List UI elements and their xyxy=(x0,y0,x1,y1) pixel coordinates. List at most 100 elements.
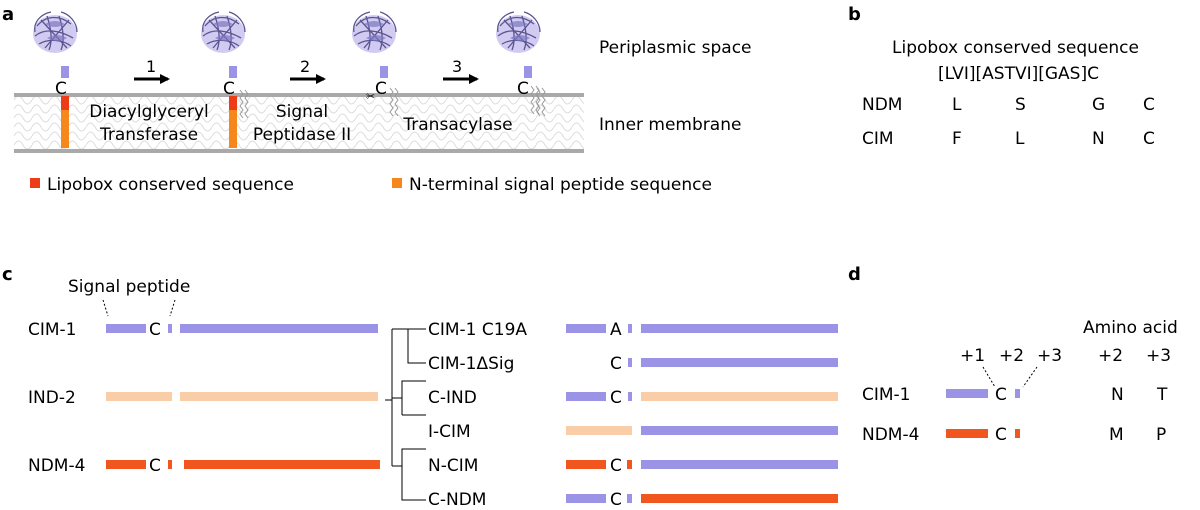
panel-d-cim-1-plus-3: T xyxy=(1156,385,1168,405)
ndm-4-linker-bar xyxy=(168,460,172,469)
lipobox-motif: [LVI][ASTVI][GAS]C xyxy=(938,64,1099,84)
step-1-label: 1 xyxy=(146,57,156,76)
cys-label: C xyxy=(375,79,387,99)
c-ind-linker-bar xyxy=(628,392,632,401)
enzyme-2-line-1: Signal xyxy=(276,102,328,122)
c-ind-residue: C xyxy=(610,388,622,408)
cim-label: CIM xyxy=(862,129,894,149)
ind-2-mature-bar xyxy=(180,392,378,401)
panel-d-cim-1-linker-bar xyxy=(1015,389,1020,398)
membrane-inner-line xyxy=(14,149,584,153)
construct-c-ndm-label: C-NDM xyxy=(428,490,486,510)
i-cim-signal-bar xyxy=(566,426,632,435)
construct-cim-1-delta-sig-label: CIM-1ΔSig xyxy=(428,354,514,374)
cim-1-c19a-mature-bar xyxy=(641,324,838,333)
n-cim-mature-bar xyxy=(641,460,838,469)
membrane-outer-line xyxy=(14,93,584,97)
stage-3-lipoprotein: C ✂ xyxy=(351,11,399,117)
position-plus-1: +1 xyxy=(960,346,985,366)
ndm-residue-3: G xyxy=(1092,95,1105,115)
cim-1-signal-bar xyxy=(106,324,146,333)
protein-structure-icon xyxy=(200,11,246,54)
panel-d-ndm-4-linker-bar xyxy=(1015,429,1020,438)
cim-residue-4: C xyxy=(1143,129,1155,149)
protein-structure-icon xyxy=(32,11,78,54)
cim-1-delta-sig-mature-bar xyxy=(641,358,838,367)
panel-d-ndm-4-plus-2: M xyxy=(1109,425,1124,445)
mature-segment xyxy=(524,66,532,78)
cim-1-cys-label: C xyxy=(149,320,161,340)
panel-d-ndm-4-plus-3: P xyxy=(1156,425,1166,445)
panel-d-cim-1-plus-2: N xyxy=(1111,385,1124,405)
c-ndm-residue: C xyxy=(610,490,622,510)
ndm-residue-2: S xyxy=(1015,95,1026,115)
inner-membrane-label: Inner membrane xyxy=(599,115,741,135)
ndm-label: NDM xyxy=(862,95,902,115)
ndm-residue-4: C xyxy=(1143,95,1155,115)
cys-label: C xyxy=(223,79,235,99)
cim-1-linker-bar xyxy=(168,324,172,333)
lipobox-title: Lipobox conserved sequence xyxy=(892,38,1139,58)
cim-1-delta-sig-residue: C xyxy=(610,354,622,374)
c-ndm-mature-bar xyxy=(641,494,838,503)
c-ind-mature-bar xyxy=(641,392,838,401)
panel-d-ndm-4-label: NDM-4 xyxy=(862,425,919,445)
membrane-lipid-layer xyxy=(14,94,584,152)
panel-d-cim-1-signal-bar xyxy=(946,389,988,398)
cim-1-delta-sig-linker-bar xyxy=(628,358,632,367)
cim-residue-3: N xyxy=(1092,129,1105,149)
protein-structure-icon xyxy=(351,11,397,54)
scissors-icon: ✂ xyxy=(366,90,375,103)
c-ndm-linker-bar xyxy=(627,494,632,503)
position-plus-3: +3 xyxy=(1037,346,1062,366)
ind-2-signal-bar xyxy=(106,392,172,401)
i-cim-mature-bar xyxy=(641,426,838,435)
panel-d-cim-1-cys: C xyxy=(995,385,1007,405)
panel-d-ndm-4-cys: C xyxy=(995,425,1007,445)
panel-d-ndm-4-signal-bar xyxy=(946,429,988,438)
enzyme-1-line-1: Diacylglyceryl xyxy=(89,102,209,122)
ndm-4-cys-label: C xyxy=(149,456,161,476)
construct-cim-1-c19a-label: CIM-1 C19A xyxy=(428,320,527,340)
stage-2-lipoprotein: C xyxy=(200,11,249,148)
cim-1-mature-bar xyxy=(180,324,378,333)
cim-residue-2: L xyxy=(1015,129,1025,149)
n-cim-linker-bar xyxy=(627,460,632,469)
cys-label: C xyxy=(517,79,529,99)
signal-peptide-segment xyxy=(229,110,237,148)
legend-lipobox-swatch xyxy=(30,178,40,188)
amino-acid-header: Amino acid xyxy=(1083,318,1178,338)
cim-1-c19a-linker-bar xyxy=(628,324,632,333)
enzyme-1-line-2: Transferase xyxy=(99,125,198,145)
c-ind-signal-bar xyxy=(566,392,606,401)
construct-ind-2-label: IND-2 xyxy=(28,388,76,408)
legend-signal-swatch xyxy=(392,178,402,188)
panel-d-cim-1-label: CIM-1 xyxy=(862,385,911,405)
stage-4-lipoprotein: C xyxy=(495,11,546,117)
lipobox-segment xyxy=(229,96,237,110)
signal-peptide-label: Signal peptide xyxy=(68,277,190,297)
n-cim-residue: C xyxy=(610,456,622,476)
ndm-4-mature-bar xyxy=(184,460,380,469)
legend-signal-label: N-terminal signal peptide sequence xyxy=(409,175,712,195)
panel-b-label: b xyxy=(848,4,861,25)
ndm-residue-1: L xyxy=(952,95,962,115)
lipobox-segment xyxy=(61,96,69,110)
signal-peptide-segment xyxy=(61,110,69,148)
construct-cim-1-label: CIM-1 xyxy=(28,320,77,340)
position-plus-2: +2 xyxy=(999,346,1024,366)
step-2-label: 2 xyxy=(300,57,310,76)
stage-1-lipoprotein: C xyxy=(32,11,78,148)
cim-1-c19a-residue: A xyxy=(610,320,622,340)
n-cim-signal-bar xyxy=(566,460,606,469)
panel-d-label: d xyxy=(848,264,861,285)
legend-lipobox-label: Lipobox conserved sequence xyxy=(47,175,294,195)
cim-residue-1: F xyxy=(952,129,962,149)
position-pointer-left xyxy=(982,366,996,388)
panel-a: a C C C ✂ xyxy=(2,4,752,195)
enzyme-3-line-1: Transacylase xyxy=(402,115,512,135)
cys-label: C xyxy=(55,79,67,99)
col-plus-2: +2 xyxy=(1098,346,1123,366)
construct-i-cim-label: I-CIM xyxy=(428,422,471,442)
